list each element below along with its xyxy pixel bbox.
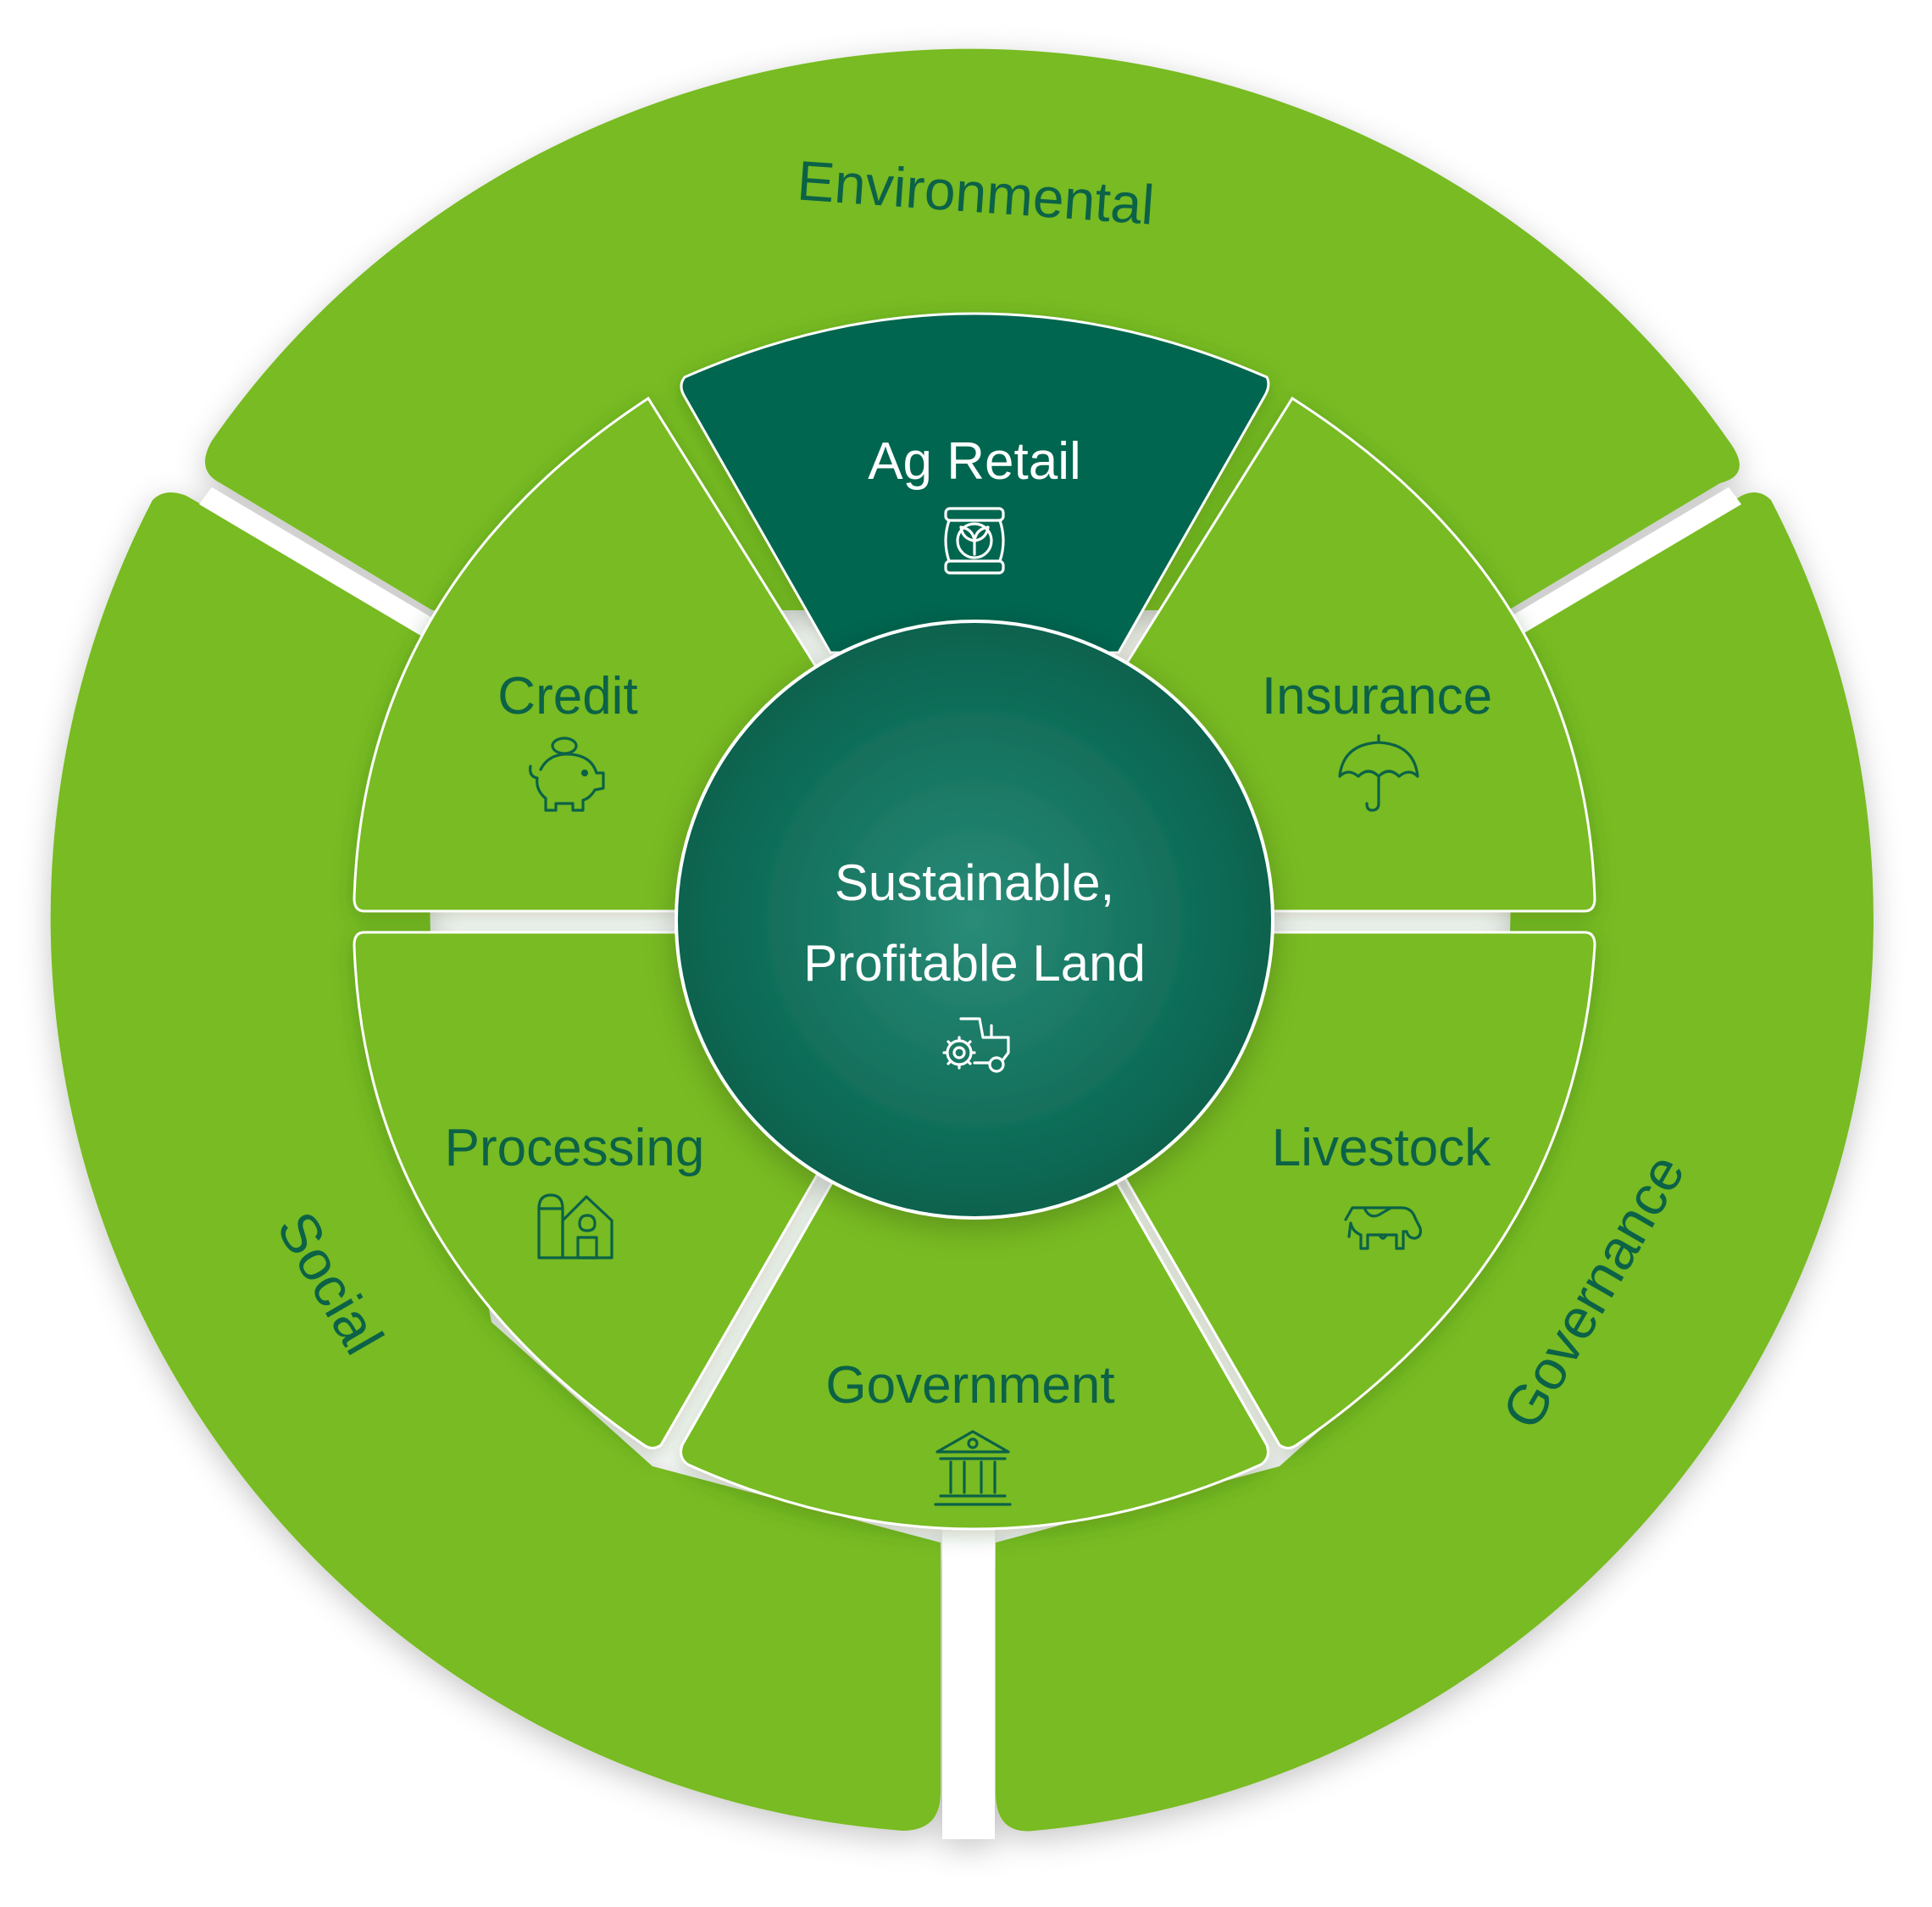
- fertilizer-bag-icon: [944, 507, 1005, 575]
- bank-building-icon: [934, 1430, 1012, 1506]
- segment-label-credit: Credit: [497, 667, 637, 726]
- segment-government[interactable]: [680, 1176, 1269, 1531]
- segment-label-processing: Processing: [445, 1119, 705, 1177]
- gap-divider: [1500, 487, 1741, 640]
- tractor-icon: [942, 1017, 1010, 1073]
- social-sector[interactable]: [50, 492, 941, 1831]
- segment-livestock[interactable]: [1121, 931, 1596, 1449]
- inner-segments: [353, 312, 1596, 1531]
- gap-divider: [942, 1526, 995, 1839]
- segment-label-government: Government: [825, 1356, 1114, 1415]
- piggy-bank-icon: [529, 737, 605, 812]
- segment-label-ag-retail: Ag Retail: [868, 432, 1081, 491]
- segment-label-insurance: Insurance: [1262, 667, 1492, 726]
- segment-ag-retail[interactable]: [680, 312, 1270, 654]
- center-title-line1: Sustainable,: [835, 854, 1114, 911]
- segment-credit[interactable]: [353, 396, 819, 913]
- governance-sector[interactable]: [996, 492, 1874, 1832]
- center-title-line2: Profitable Land: [803, 935, 1146, 992]
- center-hub[interactable]: [675, 620, 1274, 1220]
- barn-silo-icon: [537, 1193, 613, 1259]
- umbrella-icon: [1338, 734, 1419, 812]
- segment-processing[interactable]: [353, 931, 819, 1449]
- segment-label-livestock: Livestock: [1272, 1119, 1491, 1177]
- gap-divider: [199, 487, 441, 640]
- cow-icon: [1344, 1206, 1422, 1250]
